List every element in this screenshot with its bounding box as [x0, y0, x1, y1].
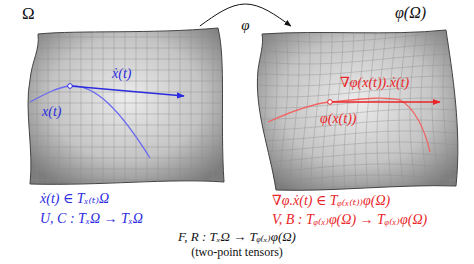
- material-point: [68, 84, 73, 89]
- note-text: (two-point tensors): [191, 246, 283, 260]
- tangent-formula: ∇φ.ẋ(t) ∈ Tᵩ₍ₓ₍ₜ₎₎φ(Ω): [272, 193, 390, 209]
- region-name: φ(Ω): [395, 4, 426, 22]
- velocity-label: ẋ(t): [112, 66, 131, 82]
- region-outline: [250, 26, 465, 194]
- pushed-velocity-arrow: [330, 101, 440, 103]
- deformed-region: φ(Ω)∇φ(x(t)).ẋ(t)φ(x(t)): [250, 26, 465, 194]
- grid-lines: [15, 26, 235, 202]
- point-label: x(t): [42, 104, 61, 120]
- grid-lines: [247, 21, 474, 205]
- point-label: φ(x(t)): [320, 111, 357, 127]
- map-label: φ: [241, 17, 249, 34]
- tensor-formula: F, R : TₓΩ → Tᵩ₍ₓ₎φ(Ω): [178, 230, 296, 245]
- tangent-formula: ẋ(t) ∈ Tₓ₍ₜ₎Ω: [40, 191, 109, 207]
- tensor-formula: V, B : Tᵩ₍ₓ₎φ(Ω) → Tᵩ₍ₓ₎φ(Ω): [272, 212, 427, 228]
- velocity-label: ∇φ(x(t)).ẋ(t): [340, 75, 409, 91]
- mapped-point: [328, 100, 333, 105]
- region-border: [28, 28, 224, 184]
- region-name: Ω: [22, 4, 35, 24]
- region-fill: [28, 28, 224, 184]
- reference-region: Ωẋ(t)x(t): [15, 26, 230, 192]
- region-border: [257, 30, 457, 190]
- tensor-formula: U, C : TₓΩ → TₓΩ: [40, 211, 143, 227]
